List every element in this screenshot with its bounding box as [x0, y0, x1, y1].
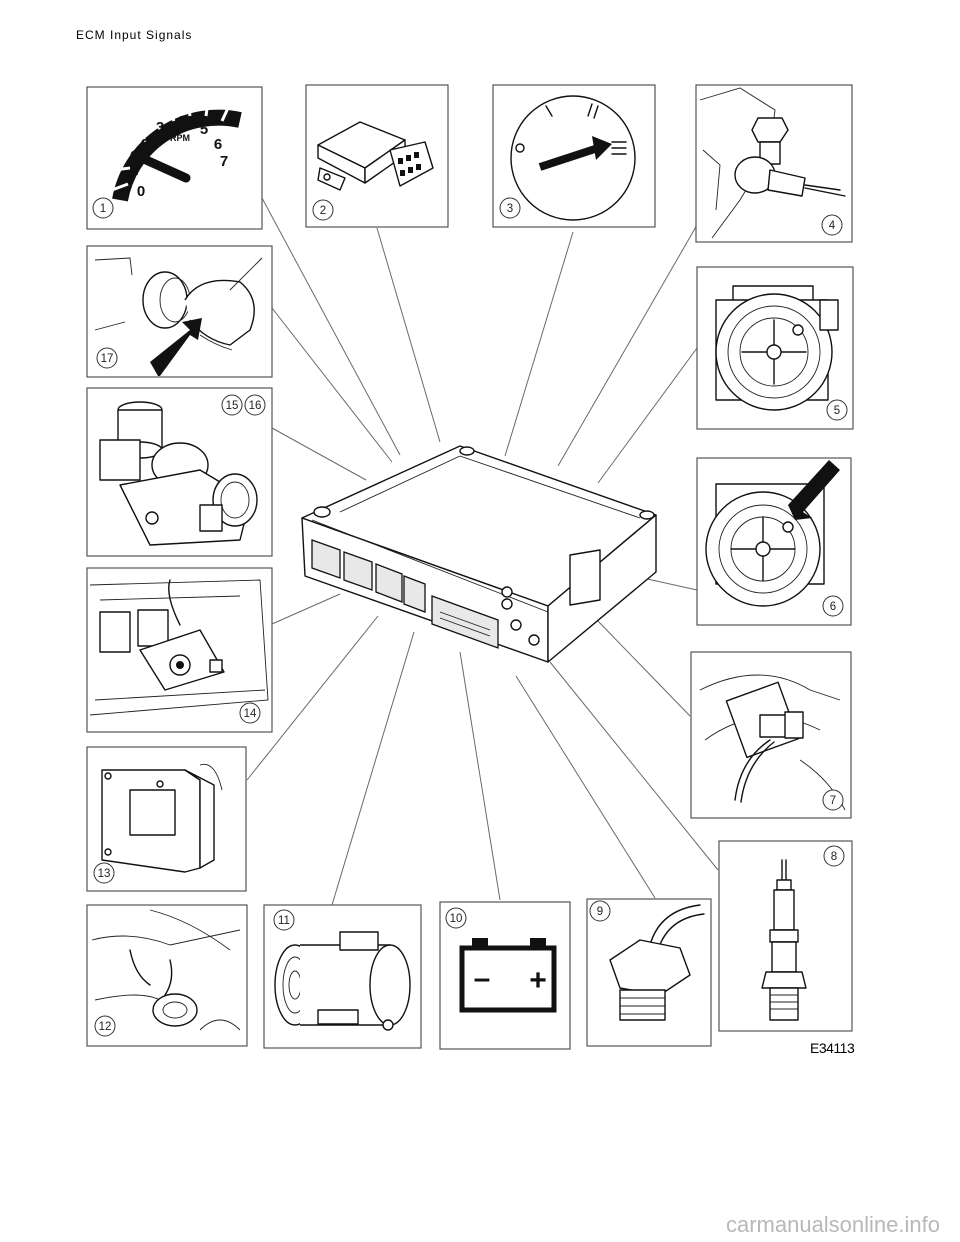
callout-7-label: 7 [830, 795, 836, 807]
figure-code: E34113 [810, 1040, 855, 1056]
callout-10-label: 10 [450, 913, 463, 925]
tach-number-6: 6 [214, 136, 222, 153]
callout-3-label: 3 [507, 203, 513, 215]
battery-positive-symbol: + [529, 964, 547, 997]
panel-15-16-throttle-body [86, 387, 273, 557]
ecm-module [301, 445, 657, 663]
panel-14-transmission-switch [86, 567, 273, 733]
panel-13-abs-module [86, 746, 247, 892]
callout-12: 12 [94, 1015, 116, 1037]
callout-5: 5 [826, 399, 848, 421]
callout-8-label: 8 [831, 851, 837, 863]
callout-4-label: 4 [829, 220, 836, 232]
panel-4-sensor [695, 84, 853, 243]
callout-12-label: 12 [99, 1021, 112, 1033]
callout-2: 2 [312, 199, 334, 221]
tach-number-4: 4 [176, 113, 185, 130]
callout-3: 3 [499, 197, 521, 219]
callout-13: 13 [93, 862, 115, 884]
tach-number-3: 3 [156, 119, 164, 136]
panel-7-hose-connector [690, 651, 852, 819]
callout-17: 17 [96, 347, 118, 369]
callout-16: 16 [244, 394, 266, 416]
panel-5-air-flow-meter [696, 266, 854, 430]
watermark: carmanualsonline.info [725, 1212, 940, 1237]
panel-3-selector-switch [492, 84, 656, 228]
tach-number-7: 7 [220, 153, 228, 170]
callout-7: 7 [822, 789, 844, 811]
callout-1: 1 [92, 197, 114, 219]
panel-1-tachometer: 0 1 2 3 4 5 6 7 RPM [86, 86, 263, 230]
page-title: ECM Input Signals [76, 28, 193, 42]
callout-10: 10 [445, 907, 467, 929]
callout-4: 4 [821, 214, 843, 236]
callout-16-label: 16 [249, 400, 262, 412]
callout-14: 14 [239, 702, 261, 724]
callout-11: 11 [273, 909, 295, 931]
callout-9-label: 9 [597, 906, 603, 918]
callout-2-label: 2 [320, 205, 326, 217]
tach-rpm-label: RPM [170, 133, 190, 143]
panel-6-air-flow-meter [696, 457, 852, 626]
panel-17-switch [86, 245, 273, 378]
panel-2-module [305, 84, 449, 228]
leader-lines [246, 197, 719, 906]
panel-9-temperature-sensor [586, 898, 712, 1047]
callout-6-label: 6 [830, 601, 836, 613]
callout-5-label: 5 [834, 405, 840, 417]
tach-number-0: 0 [137, 183, 145, 200]
callout-15: 15 [221, 394, 243, 416]
panel-8-oxygen-sensor [718, 840, 853, 1032]
callout-1-label: 1 [100, 203, 106, 215]
callout-9: 9 [589, 900, 611, 922]
tach-number-1: 1 [130, 162, 138, 179]
callout-6: 6 [822, 595, 844, 617]
callout-15-label: 15 [226, 400, 239, 412]
callout-11-label: 11 [278, 915, 290, 927]
panel-11-compressor [263, 904, 422, 1049]
tach-number-5: 5 [200, 121, 208, 138]
callout-8: 8 [823, 845, 845, 867]
callout-17-label: 17 [101, 353, 114, 365]
battery-negative-symbol: – [474, 962, 491, 995]
callout-13-label: 13 [98, 868, 111, 880]
callout-14-label: 14 [244, 708, 257, 720]
tach-number-2: 2 [141, 136, 149, 153]
